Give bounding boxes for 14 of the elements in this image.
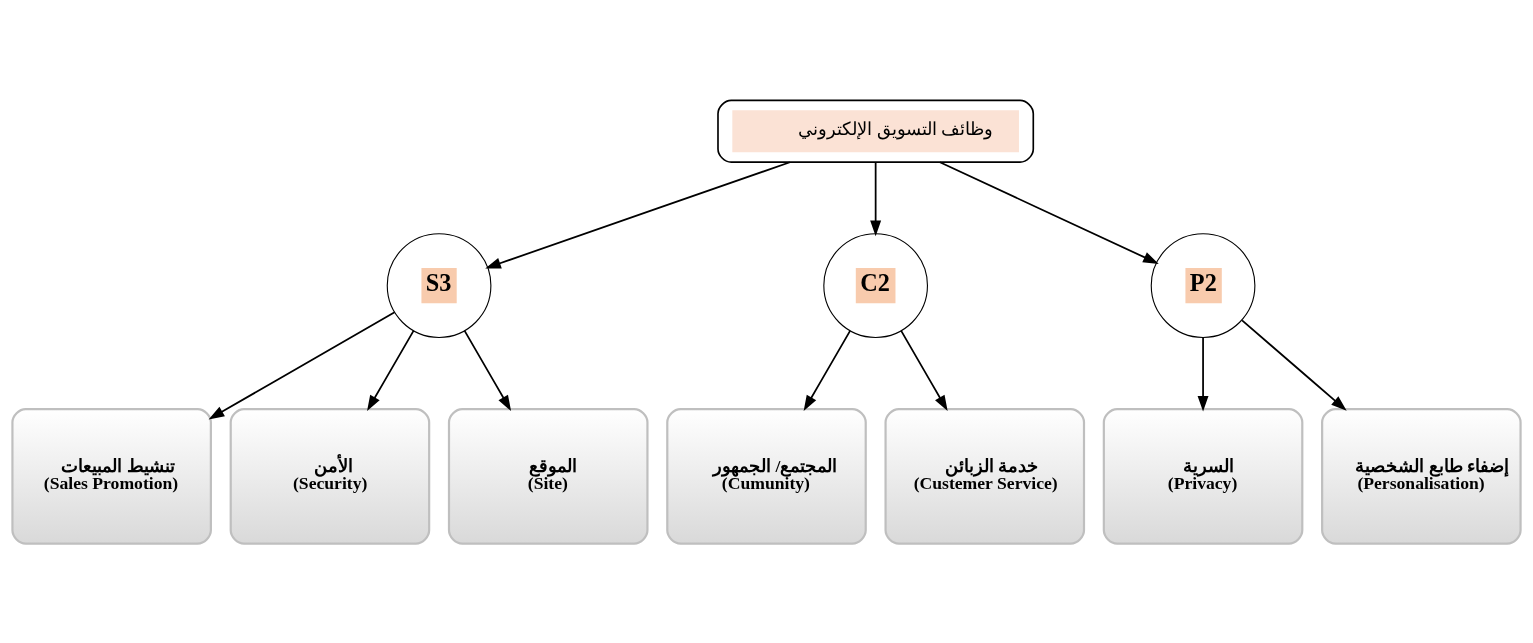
arrow bbox=[463, 329, 512, 411]
arrow bbox=[208, 310, 396, 419]
arrow bbox=[1197, 336, 1209, 412]
arrow bbox=[900, 329, 948, 411]
arrow bbox=[485, 160, 791, 268]
arrow bbox=[870, 161, 882, 236]
arrow bbox=[939, 160, 1159, 264]
node-circle: S3 bbox=[386, 232, 492, 338]
arrow bbox=[803, 329, 851, 411]
arrow bbox=[367, 329, 415, 411]
node-circle: P2 bbox=[1150, 232, 1256, 338]
arrow bbox=[1241, 319, 1347, 411]
node-circle: C2 bbox=[823, 232, 928, 338]
node-box: وظائف التسويق الإلكتروني bbox=[717, 99, 1035, 163]
